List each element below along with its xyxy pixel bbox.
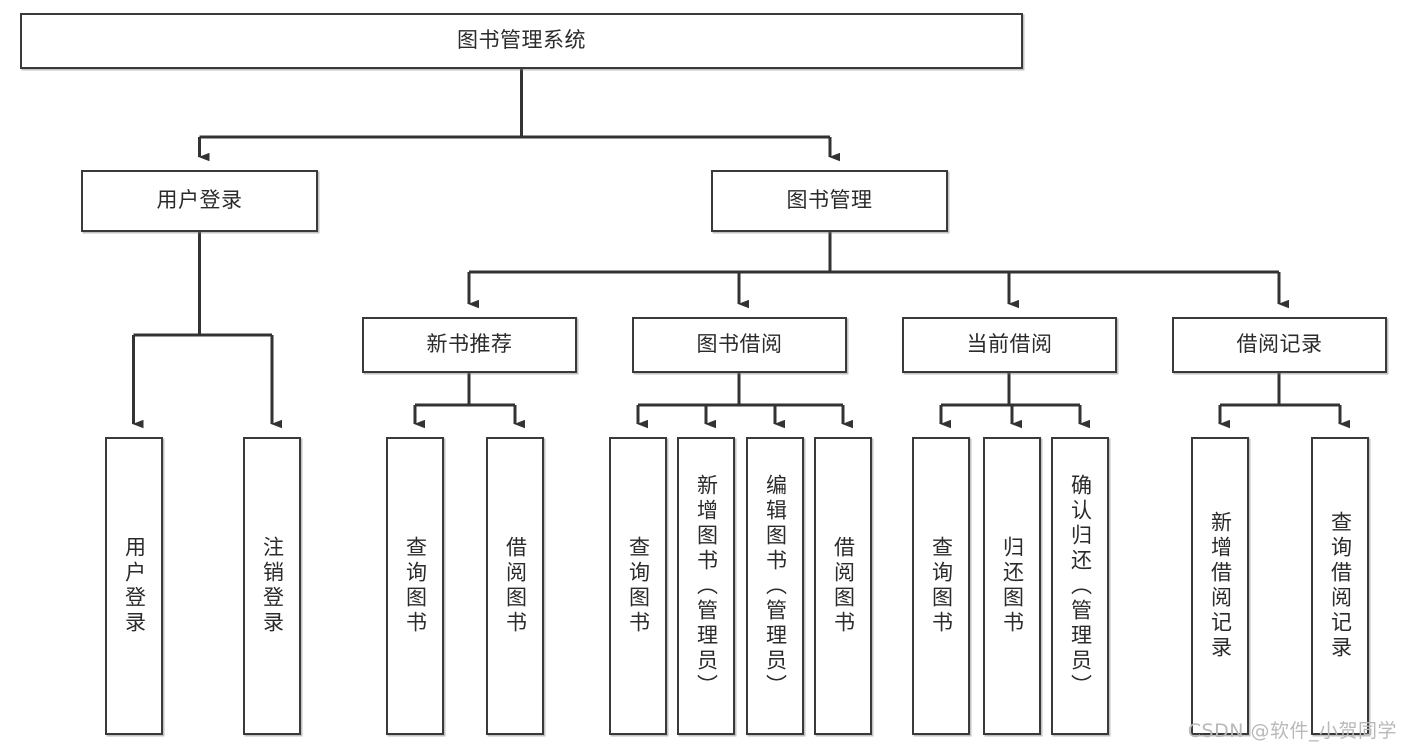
node-label: 查询图书	[403, 536, 428, 636]
node-leaf-query-borrow-record[interactable]: 查询借阅记录	[1311, 437, 1369, 735]
node-label: 查询图书	[626, 536, 651, 636]
node-label: 新增图书（管理员）	[694, 473, 719, 699]
node-leaf-query-book-current[interactable]: 查询图书	[912, 437, 970, 735]
node-current-borrow[interactable]: 当前借阅	[902, 317, 1117, 373]
node-user-login[interactable]: 用户登录	[81, 170, 318, 232]
node-label: 用户登录	[156, 188, 243, 213]
node-leaf-logout[interactable]: 注销登录	[243, 437, 301, 735]
edge-book-borrow-to-leaves	[636, 373, 853, 429]
node-label: 查询借阅记录	[1328, 511, 1353, 661]
node-label: 借阅图书	[503, 536, 528, 636]
node-label: 用户登录	[122, 536, 147, 636]
node-book-management[interactable]: 图书管理	[711, 170, 948, 232]
edge-current-borrow-to-leaves	[939, 373, 1090, 429]
node-label: 图书管理	[786, 188, 873, 213]
node-leaf-add-borrow-record[interactable]: 新增借阅记录	[1191, 437, 1249, 735]
node-leaf-add-book-admin[interactable]: 新增图书（管理员）	[677, 437, 735, 735]
node-label: 新增借阅记录	[1208, 511, 1233, 661]
node-book-borrow[interactable]: 图书借阅	[632, 317, 847, 373]
node-label: 确认归还（管理员）	[1068, 473, 1093, 699]
node-label: 查询图书	[929, 536, 954, 636]
node-label: 编辑图书（管理员）	[763, 473, 788, 699]
node-leaf-borrow-book[interactable]: 借阅图书	[814, 437, 872, 735]
edge-user-login-to-leaves	[132, 232, 282, 429]
node-leaf-edit-book-admin[interactable]: 编辑图书（管理员）	[746, 437, 804, 735]
node-leaf-confirm-return-admin[interactable]: 确认归还（管理员）	[1051, 437, 1109, 735]
node-label: 注销登录	[260, 536, 285, 636]
node-leaf-query-book-recommend[interactable]: 查询图书	[386, 437, 444, 735]
node-leaf-return-book[interactable]: 归还图书	[983, 437, 1041, 735]
watermark-text: CSDN @软件_小贺同学	[1187, 720, 1397, 742]
node-label: 图书管理系统	[457, 28, 586, 53]
edge-borrow-record-to-leaves	[1218, 373, 1350, 429]
node-new-book-recommend[interactable]: 新书推荐	[362, 317, 577, 373]
edge-new-book-recommend-to-leaves	[413, 373, 525, 429]
node-root-book-management-system[interactable]: 图书管理系统	[20, 13, 1023, 69]
node-label: 当前借阅	[966, 332, 1053, 357]
node-leaf-query-book-borrow[interactable]: 查询图书	[609, 437, 667, 735]
node-label: 图书借阅	[696, 332, 783, 357]
node-leaf-borrow-book-recommend[interactable]: 借阅图书	[486, 437, 544, 735]
node-label: 借阅记录	[1236, 332, 1323, 357]
node-label: 借阅图书	[831, 536, 856, 636]
edge-book-management-to-level3	[467, 232, 1289, 309]
node-label: 归还图书	[1000, 536, 1025, 636]
node-label: 新书推荐	[426, 332, 513, 357]
node-borrow-record[interactable]: 借阅记录	[1172, 317, 1387, 373]
edge-root-to-level2	[198, 69, 840, 162]
node-leaf-user-login[interactable]: 用户登录	[105, 437, 163, 735]
